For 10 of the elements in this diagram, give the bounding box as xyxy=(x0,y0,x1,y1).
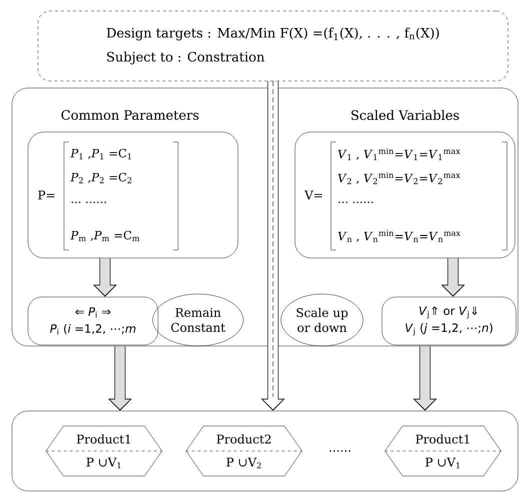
product-hexagon: Product1 P ∪V$_{1}$ xyxy=(46,426,162,476)
group-frame xyxy=(12,410,518,492)
formula-box: ⇐ P$_{i}$ ⇒ P$_{i}$ (i =1,2, ⋯;m xyxy=(28,296,158,346)
ellipsis-dots: ...... xyxy=(330,450,350,452)
formula-box: V$_{j}$⇑ or V$_{j}$⇓ V$_{j}$ (j =1,2, ⋯;n) xyxy=(382,296,516,346)
matrix-box: P= P$_{1}$ ,P$_{1}$ =C$_{1}$ P$_{2}$ ,P$_{2}$ =C$_{2}$ ··· ······ P$_{m}$ ,P$_{m}$ =C$_{m}$ xyxy=(28,132,238,258)
product-hexagon: Product1 P ∪V$_{1}$ xyxy=(384,426,502,476)
matrix-box: V= V$_{1}$ , V$_{1}$$^{min}$=V$_{1}$=V$_{1}$max V$_{2}$ , V$_{2}$$^{min}$=V$_{2}$=V$_{2}$max ··· ······ V$_{n}$ , V$_{n}$$^{min}$=V$_{n}$=V$_{n}$max xyxy=(294,132,516,258)
product-hexagon: Product2 P ∪V$_{2}$ xyxy=(186,426,302,476)
objective-box: Design targets : Max/Min F(X) =(f$_{1}$(X), . . . , f$_{n}$(X)) Subject to : Constration xyxy=(38,10,508,82)
